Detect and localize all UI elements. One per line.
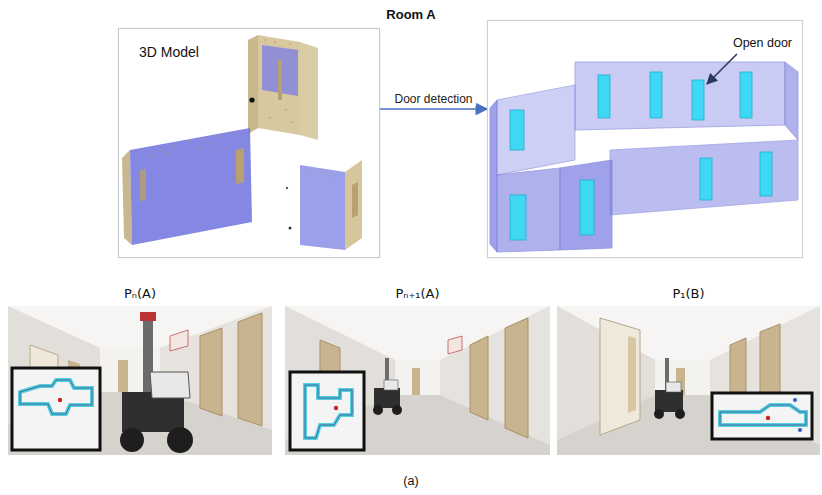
photo-corridor: [285, 306, 550, 455]
figure-title: Room A: [0, 7, 822, 22]
model-panel: 3D Model: [118, 28, 380, 258]
model-3d: [122, 35, 362, 250]
photo-frame: Pₙ₊₁(A): [285, 306, 550, 455]
photo-heading: Pₙ₊₁(A): [395, 286, 439, 302]
arrow-label: Door detection: [391, 92, 475, 106]
photo-frame: P₁(B): [557, 306, 820, 455]
detection-panel: Open door: [487, 20, 803, 258]
leader-line: [707, 54, 737, 84]
photo-heading: Pₙ(A): [124, 286, 156, 302]
flow-arrow: [380, 108, 487, 110]
photo-corridor: [557, 306, 820, 455]
panel-title: 3D Model: [139, 44, 199, 61]
callout-label: Open door: [733, 36, 792, 51]
figure-caption: (a): [0, 474, 822, 488]
model-doors: [490, 62, 798, 252]
photo-heading: P₁(B): [672, 286, 704, 302]
photo-corridor: [8, 306, 272, 455]
photo-frame: Pₙ(A): [8, 306, 272, 455]
